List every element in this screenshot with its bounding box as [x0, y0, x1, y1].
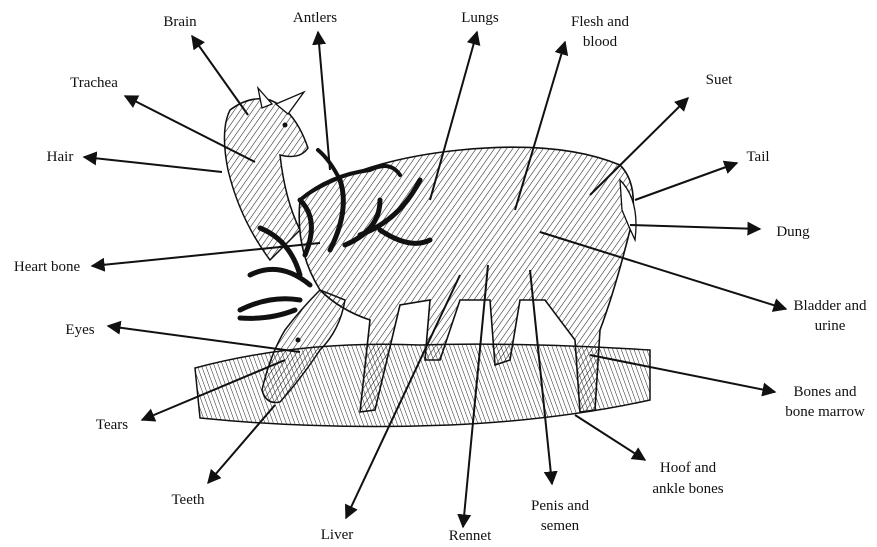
- label-suet: Suet: [697, 70, 741, 90]
- back-deer: [224, 88, 308, 260]
- label-tears: Tears: [90, 415, 134, 435]
- label-tail: Tail: [738, 147, 778, 167]
- label-dung: Dung: [765, 222, 821, 242]
- label-hoof-and-ankle-line2: ankle bones: [638, 479, 738, 499]
- label-trachea: Trachea: [62, 73, 126, 93]
- label-heart-bone: Heart bone: [6, 257, 88, 277]
- label-flesh-and-blood-line1: Flesh and: [560, 12, 640, 32]
- label-penis-and-semen-line2: semen: [520, 516, 600, 536]
- label-liver: Liver: [312, 525, 362, 545]
- label-rennet: Rennet: [440, 526, 500, 546]
- label-eyes: Eyes: [58, 320, 102, 340]
- label-bladder-and-urine-line2: urine: [785, 316, 875, 336]
- label-hair: Hair: [40, 147, 80, 167]
- label-bladder-and-urine-line1: Bladder and: [785, 296, 875, 316]
- label-bones-and-marrow-line1: Bones and: [775, 382, 875, 402]
- label-flesh-and-blood-line2: blood: [560, 32, 640, 52]
- label-brain: Brain: [158, 12, 202, 32]
- label-lungs: Lungs: [455, 8, 505, 28]
- label-hoof-and-ankle-line1: Hoof and: [638, 458, 738, 478]
- label-antlers: Antlers: [285, 8, 345, 28]
- label-penis-and-semen-line1: Penis and: [520, 496, 600, 516]
- label-teeth: Teeth: [160, 490, 216, 510]
- label-bones-and-marrow-line2: bone marrow: [775, 402, 875, 422]
